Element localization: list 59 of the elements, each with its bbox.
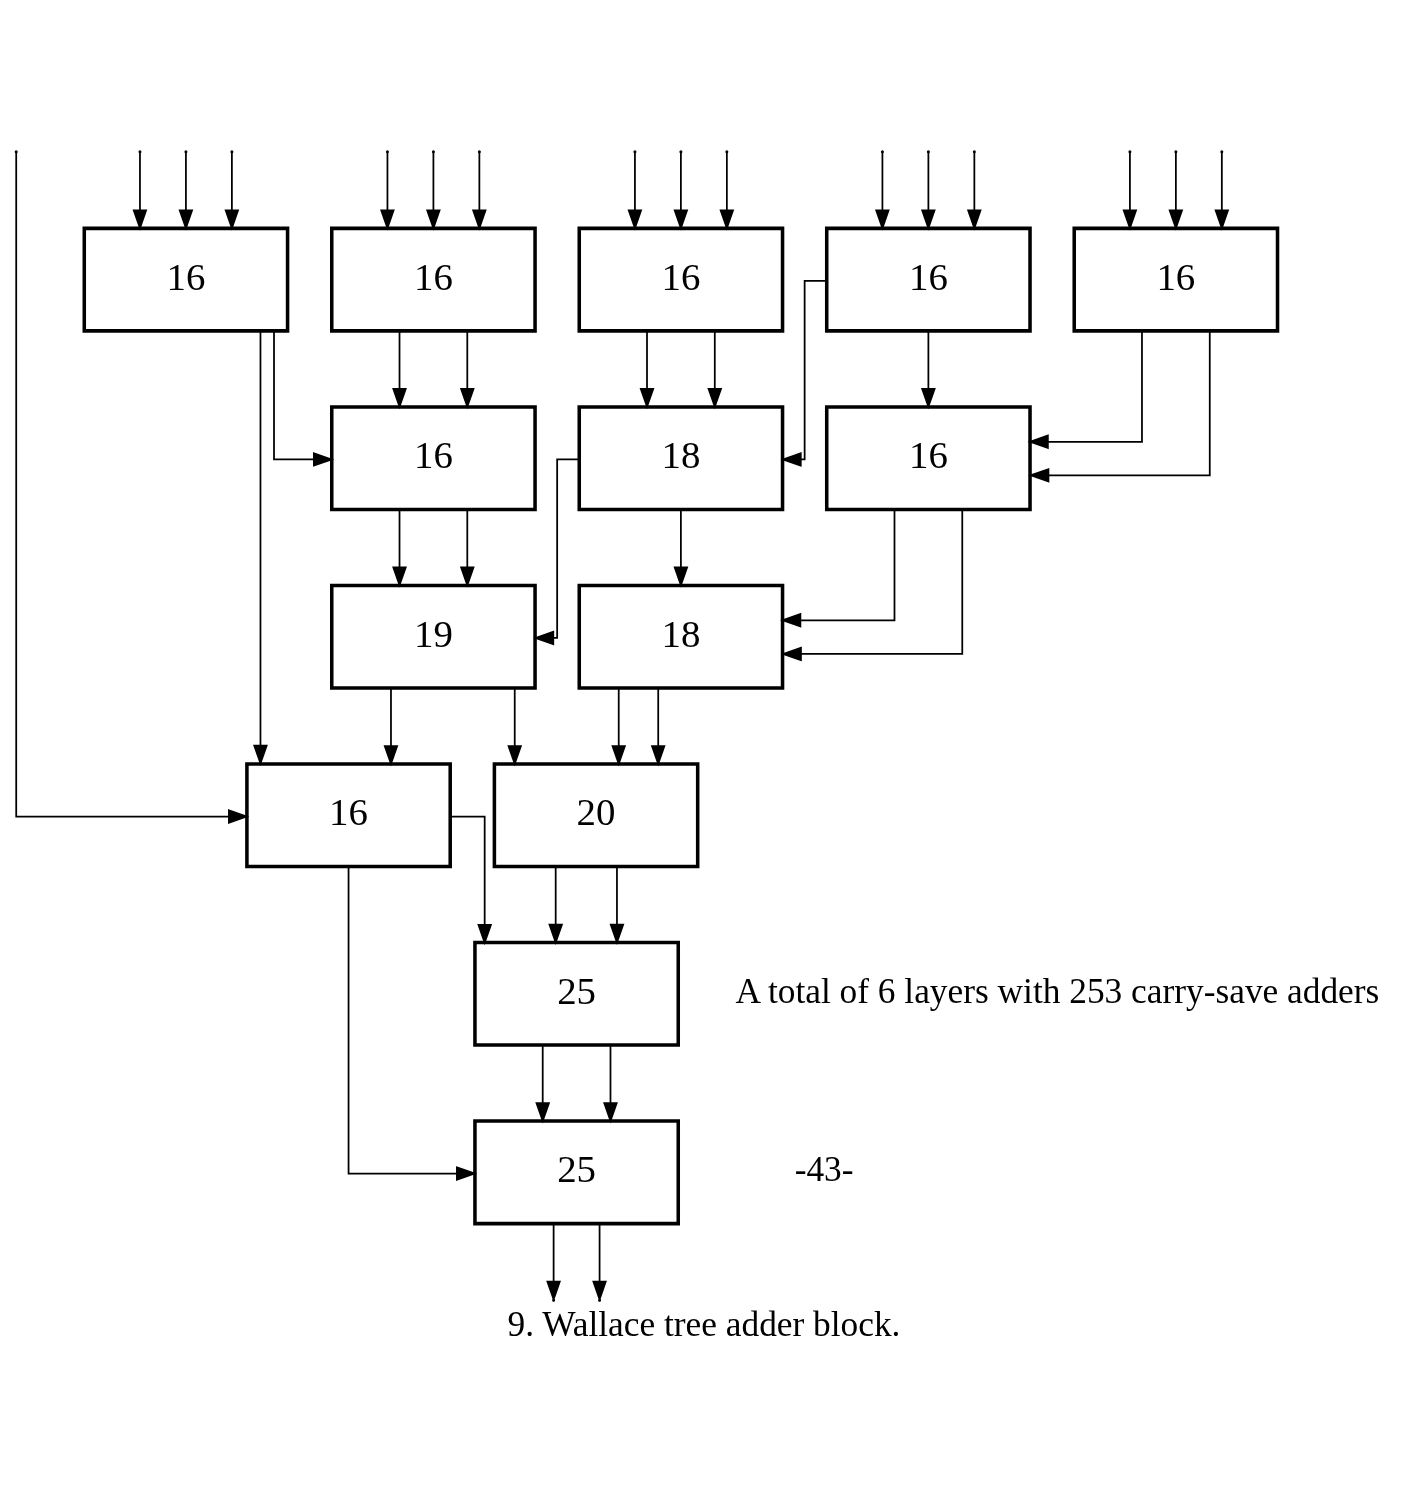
arrow (673, 508, 689, 588)
node-box: 20 (492, 761, 700, 868)
arrow (132, 151, 148, 231)
arrow (380, 151, 395, 231)
arrow (1214, 151, 1230, 231)
arrow (611, 686, 627, 766)
node-box: 16 (330, 404, 537, 511)
arrow (780, 279, 828, 467)
arrow (392, 329, 407, 409)
node-box: 19 (330, 583, 537, 690)
arrow (780, 508, 896, 628)
arrow (627, 151, 643, 231)
label: -43- (794, 1148, 854, 1189)
arrow (459, 508, 475, 588)
node-box: 16 (577, 226, 785, 333)
arrow (920, 151, 936, 231)
arrow (707, 329, 723, 409)
arrow (535, 1044, 551, 1123)
arrow (603, 1044, 618, 1123)
node-box: 18 (577, 404, 785, 511)
arrow (966, 151, 982, 231)
arrow (920, 329, 936, 409)
label: A total of 6 layers with 253 carry-save adders (735, 970, 1380, 1011)
arrow (1027, 329, 1143, 449)
arrow (639, 329, 655, 409)
arrow (650, 686, 666, 766)
arrow (1028, 329, 1211, 483)
arrow (1168, 151, 1184, 231)
arrow (459, 329, 475, 409)
arrow (548, 865, 564, 945)
node-box: 16 (824, 226, 1032, 333)
arrow (253, 329, 268, 766)
arrow (507, 686, 523, 766)
arrow (780, 508, 964, 661)
node-box: 16 (1072, 226, 1280, 333)
arrow (273, 329, 335, 467)
arrow (471, 151, 487, 231)
arrow (719, 151, 735, 231)
caption: 9. Wallace tree adder block. (507, 1303, 901, 1344)
arrow (15, 151, 250, 824)
arrow (609, 865, 625, 945)
arrow (392, 508, 407, 588)
node-box: 25 (473, 1118, 680, 1225)
arrow (178, 151, 194, 231)
arrow (383, 686, 399, 766)
arrow (347, 865, 478, 1181)
arrow (1122, 151, 1138, 231)
node-box: 16 (82, 226, 290, 333)
node-box: 16 (245, 761, 452, 868)
arrow (673, 151, 689, 231)
arrow (224, 151, 240, 231)
arrow (875, 151, 890, 231)
node-box: 25 (473, 940, 680, 1047)
node-box: 18 (577, 583, 785, 690)
arrow (425, 151, 441, 231)
node-box: 16 (824, 404, 1032, 511)
arrow (449, 815, 493, 945)
node-box: 16 (330, 226, 537, 333)
arrow (532, 458, 580, 645)
